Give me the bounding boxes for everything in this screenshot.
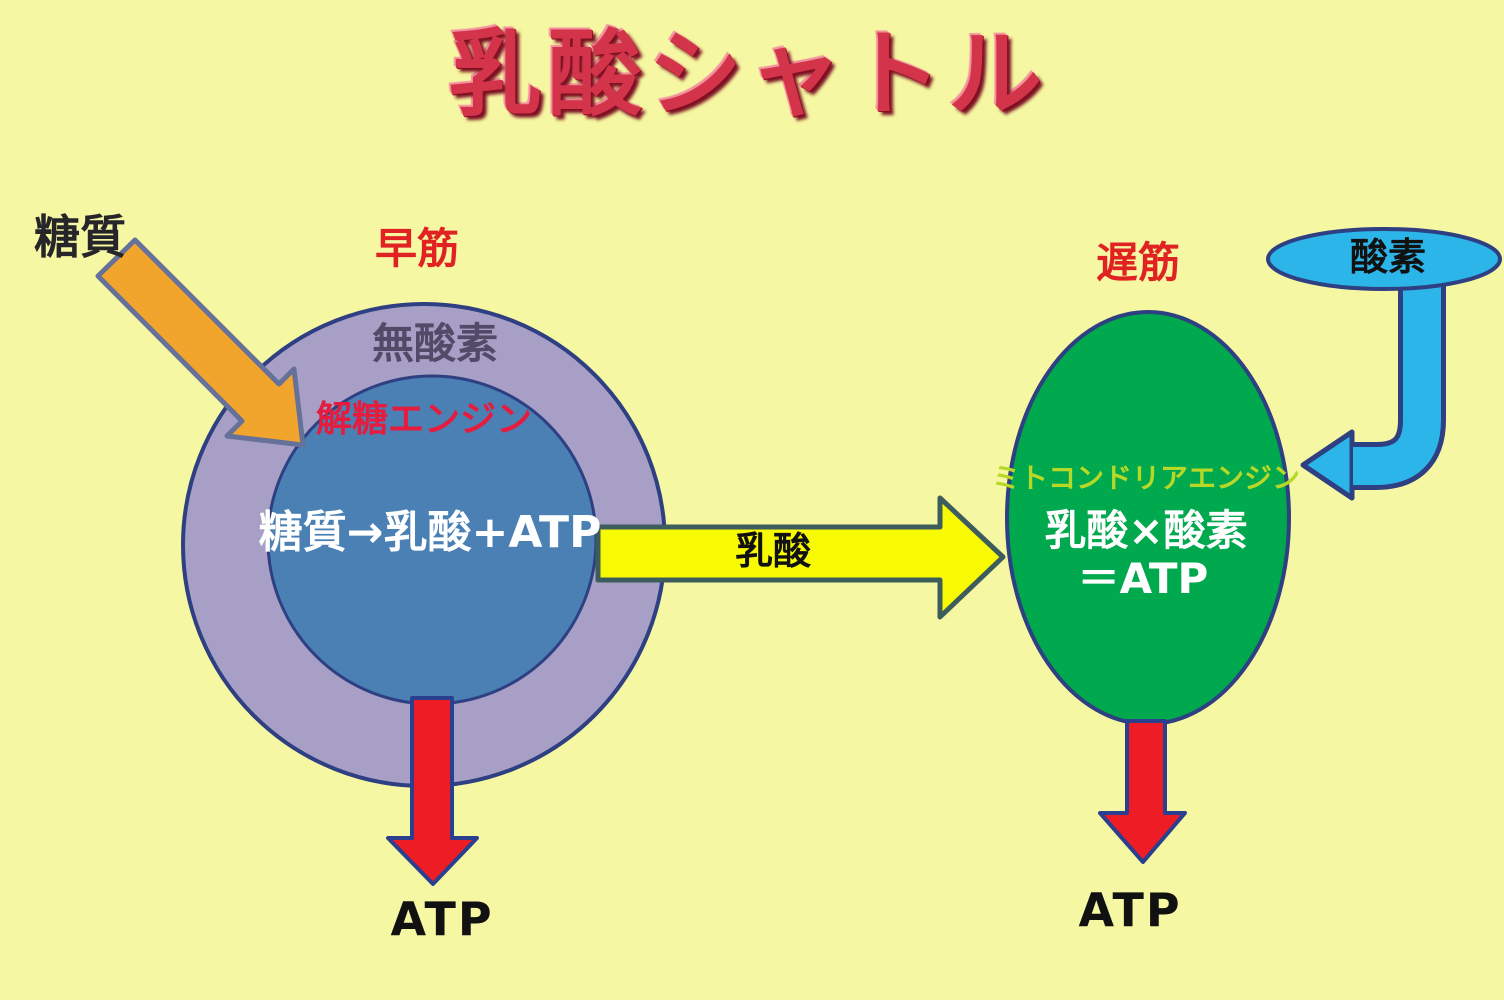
oxygen-ellipse: [1266, 227, 1502, 291]
diagram-title: 乳酸シャトル: [447, 20, 1049, 130]
atp-output-right-label: ATP: [1078, 882, 1182, 937]
glycolysis-engine-label: 解糖エンジン: [315, 399, 533, 441]
carb-input-arrow: [95, 237, 306, 448]
oxygen-arrow-shaft: [1353, 278, 1441, 485]
anaerobic-label: 無酸素: [371, 318, 499, 368]
carb-input-label: 糖質: [34, 209, 126, 264]
oxygen-arrowhead: [1300, 429, 1355, 501]
mitochondria-engine-label: ミトコンドリアエンジン: [991, 461, 1301, 495]
fast-muscle-label: 早筋: [374, 223, 460, 273]
glycolysis-formula: 糖質→乳酸+ATP: [258, 506, 602, 558]
atp-arrow-right: [1098, 719, 1187, 864]
mitochondria-formula-line2: ＝ATP: [1077, 553, 1209, 603]
atp-arrow-left: [386, 696, 479, 886]
mitochondria-formula-line1: 乳酸×酸素: [1044, 505, 1248, 555]
lactate-arrow-label: 乳酸: [734, 529, 812, 574]
lactate-shuttle-arrow: [595, 495, 1006, 620]
atp-output-left-label: ATP: [390, 891, 494, 946]
oxygen-label: 酸素: [1349, 235, 1427, 280]
slow-muscle-label: 遅筋: [1095, 237, 1181, 287]
